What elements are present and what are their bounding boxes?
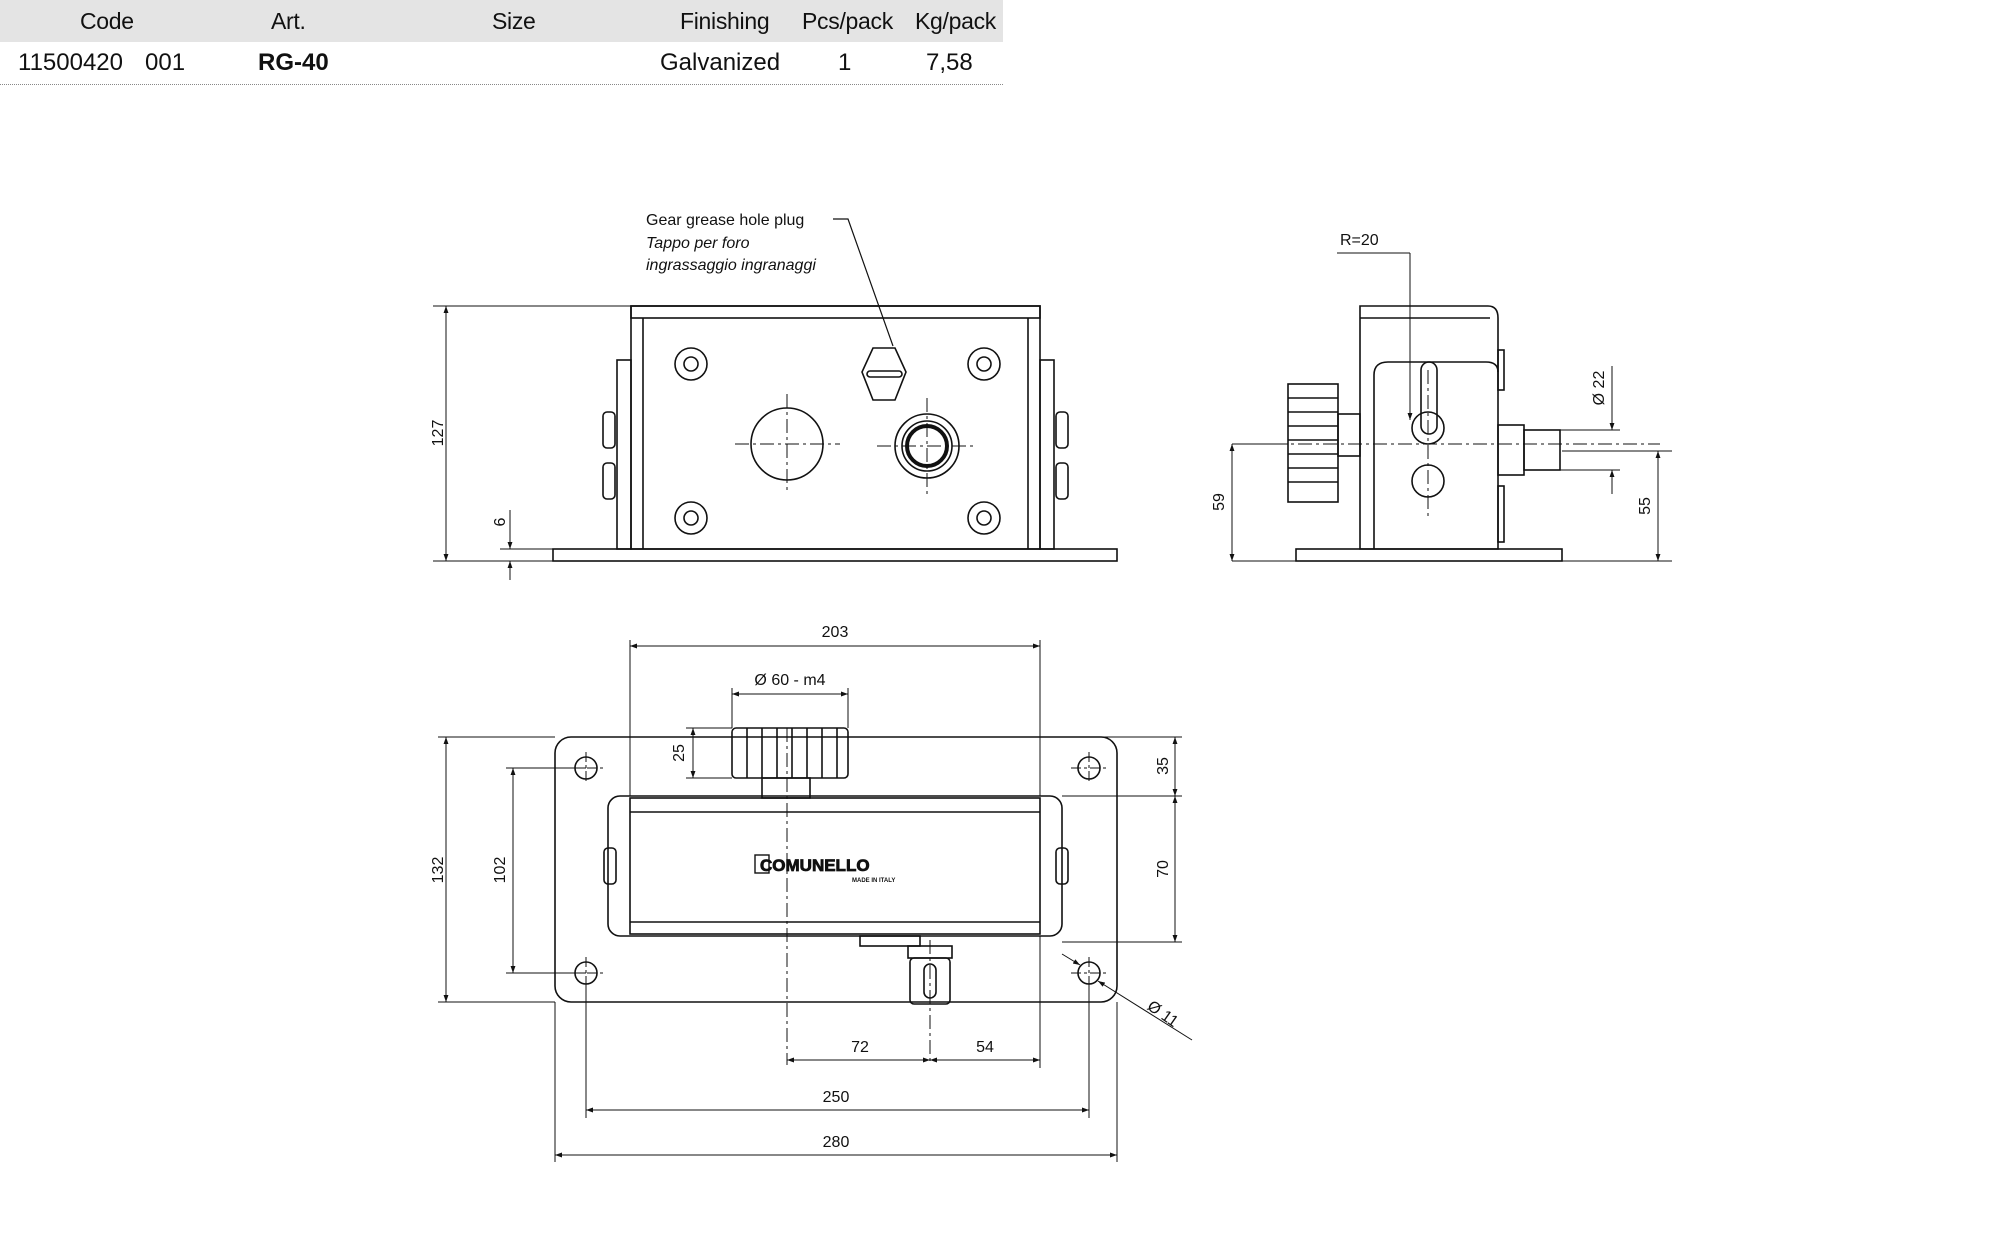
header-finishing: Finishing xyxy=(680,8,770,34)
dim-54: 54 xyxy=(976,1039,994,1056)
side-body xyxy=(1359,305,1499,550)
top-view xyxy=(438,640,1193,1162)
table-header-row: Code Art. Size Finishing Pcs/pack Kg/pac… xyxy=(0,0,1003,42)
top-gear xyxy=(731,727,849,799)
front-right-bolt-lower xyxy=(1055,462,1069,500)
front-base-plate xyxy=(552,548,1118,562)
dim-35: 35 xyxy=(1155,757,1172,775)
brand-logo-icon xyxy=(754,854,770,874)
side-gear xyxy=(1287,383,1361,503)
header-art: Art. xyxy=(271,8,306,34)
front-right-bracket xyxy=(1039,359,1055,550)
header-size: Size xyxy=(492,8,536,34)
side-output-shaft xyxy=(1523,429,1561,471)
dim-hole-d11: Ø 11 xyxy=(1144,998,1181,1031)
dim-250: 250 xyxy=(823,1089,850,1106)
cell-variant: 001 xyxy=(145,49,186,76)
front-left-bracket xyxy=(616,359,632,550)
table-row: 11500420 001 RG-40 Galvanized 1 7,58 xyxy=(0,42,1003,84)
brand-logo-text: COMUNELLO xyxy=(760,856,870,875)
front-view xyxy=(433,218,1118,580)
dim-6: 6 xyxy=(492,517,509,526)
top-shaft-flange xyxy=(859,935,921,947)
side-slot xyxy=(1420,361,1438,435)
top-base-plate xyxy=(554,736,1118,1003)
cell-kg-pack: 7,58 xyxy=(926,49,973,76)
callout-it-line2: ingrassaggio ingranaggi xyxy=(646,257,816,274)
dim-d22: Ø 22 xyxy=(1591,371,1608,406)
header-code: Code xyxy=(80,8,134,34)
side-view xyxy=(1229,252,1672,562)
dim-70: 70 xyxy=(1155,860,1172,878)
table-divider xyxy=(0,84,1003,85)
front-corner-screws xyxy=(674,347,1001,535)
dim-102: 102 xyxy=(492,857,509,884)
dim-25: 25 xyxy=(671,744,688,762)
cell-finishing: Galvanized xyxy=(660,49,781,76)
top-housing xyxy=(607,795,1063,937)
cell-pcs-pack: 1 xyxy=(838,49,852,76)
brand-logo-sub: MADE IN ITALY xyxy=(852,878,895,884)
front-right-bolt-upper xyxy=(1055,411,1069,449)
cell-code: 11500420 xyxy=(18,49,123,76)
dim-72: 72 xyxy=(851,1039,869,1056)
header-pcs-pack: Pcs/pack xyxy=(802,8,893,34)
cell-art: RG-40 xyxy=(258,49,329,76)
dim-203: 203 xyxy=(822,624,849,641)
dim-127: 127 xyxy=(430,420,447,447)
side-base-plate xyxy=(1295,548,1563,562)
header-kg-pack: Kg/pack xyxy=(915,8,997,34)
callout-it-line1: Tappo per foro xyxy=(646,235,750,252)
front-left-bolt-upper xyxy=(602,411,616,449)
dim-280: 280 xyxy=(823,1134,850,1151)
top-housing-inner xyxy=(629,797,1041,935)
side-shaft-collar xyxy=(1497,424,1525,476)
dim-gear-d60: Ø 60 - m4 xyxy=(754,672,825,689)
callout-leader xyxy=(833,218,894,347)
dim-132: 132 xyxy=(430,857,447,884)
dim-59: 59 xyxy=(1211,493,1228,511)
dim-55: 55 xyxy=(1637,497,1654,515)
callout-en: Gear grease hole plug xyxy=(646,212,804,229)
front-left-bolt-lower xyxy=(602,462,616,500)
grease-plug-icon xyxy=(861,347,907,401)
front-top-cap xyxy=(630,305,1041,319)
dim-r20: R=20 xyxy=(1340,232,1379,249)
